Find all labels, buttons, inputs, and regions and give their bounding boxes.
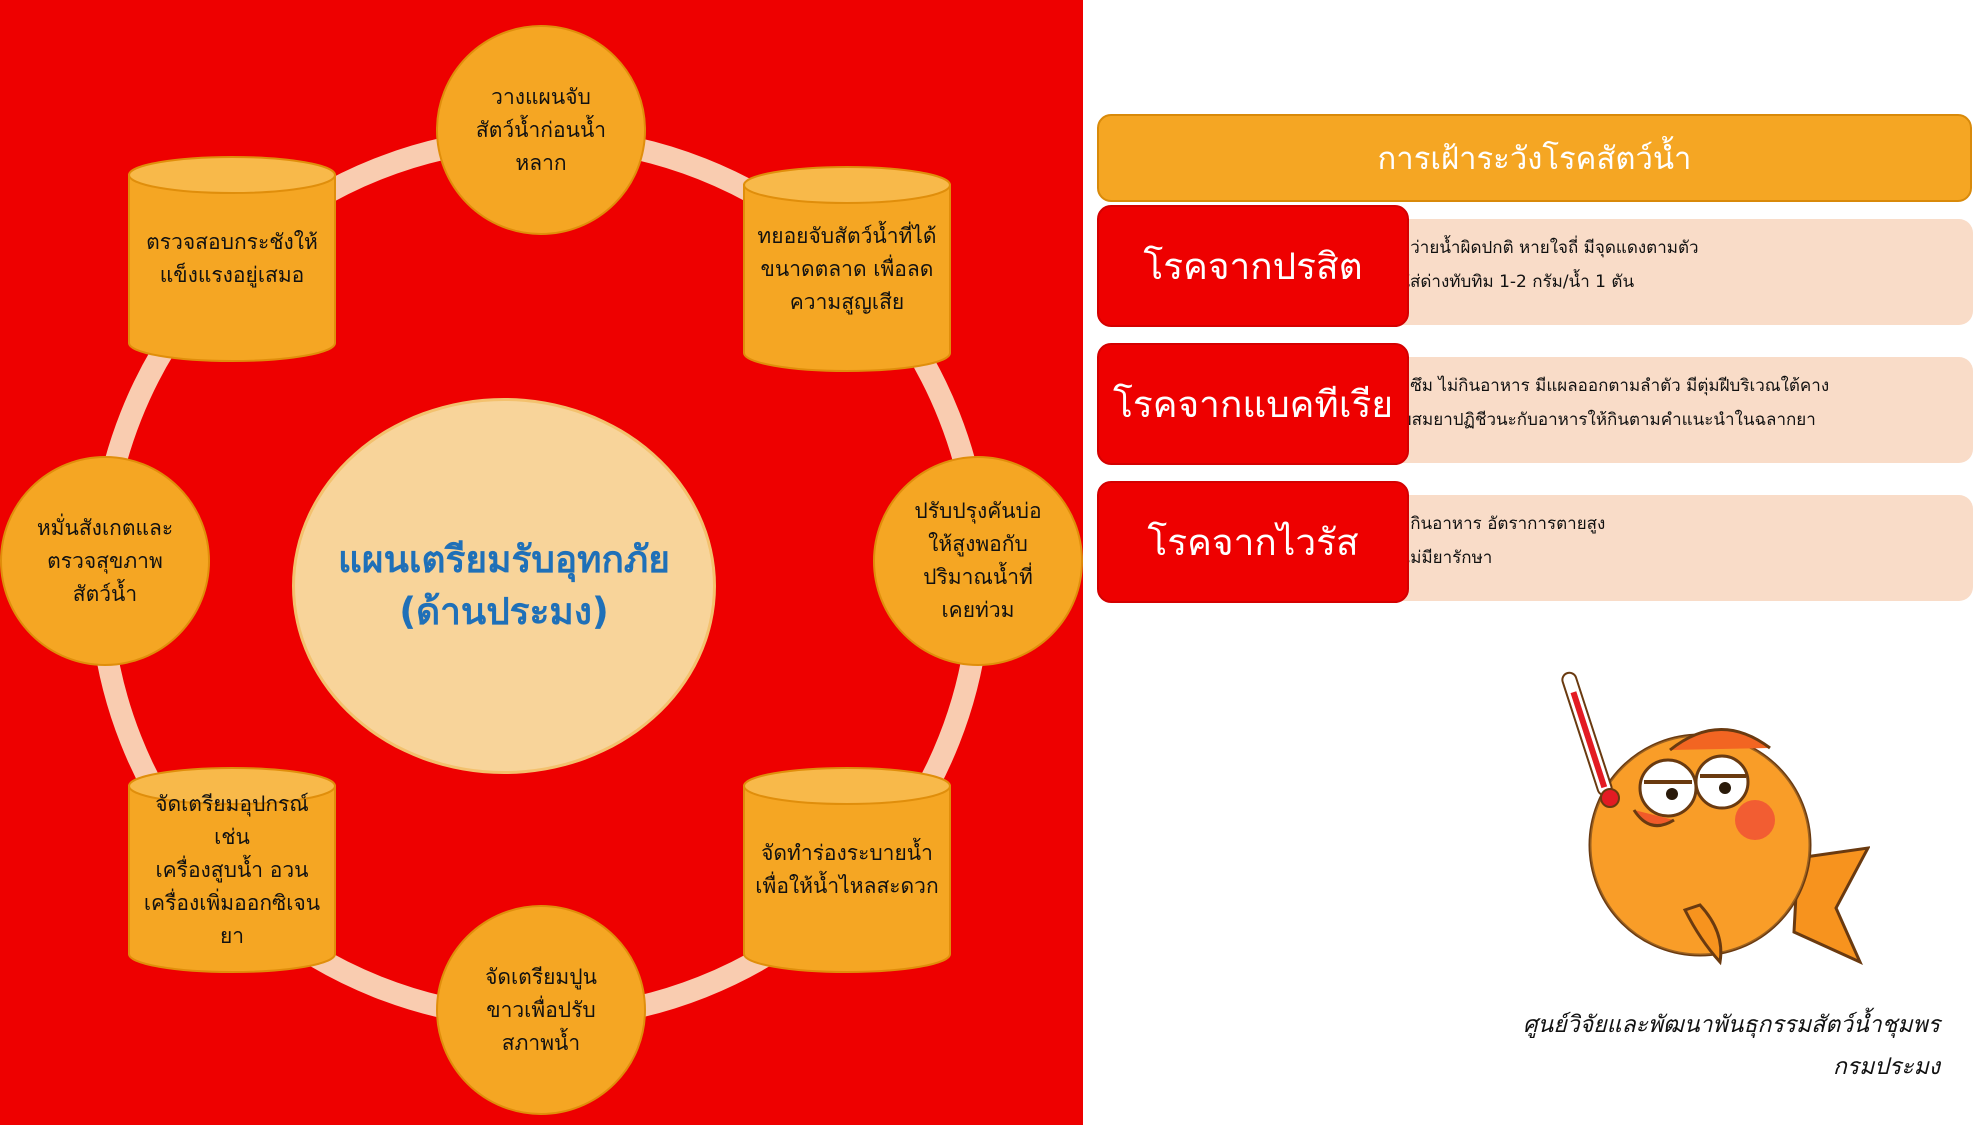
node-plan-harvest: วางแผนจับ สัตว์น้ำก่อนน้ำ หลาก <box>436 25 646 235</box>
treatment-text: รักษา : ใส่ด่างทับทิม 1-2 กรัม/น้ำ 1 ตัน <box>1345 272 1635 292</box>
center-ellipse: แผนเตรียมรับอุทกภัย (ด้านประมง) <box>292 398 716 774</box>
node-lime: จัดเตรียมปูน ขาวเพื่อปรับ สภาพน้ำ <box>436 905 646 1115</box>
disease-label: โรคจากแบคทีเรีย <box>1097 343 1409 465</box>
surveillance-title: การเฝ้าระวังโรคสัตว์น้ำ <box>1097 114 1972 202</box>
sick-fish-icon <box>1561 671 1870 966</box>
center-subtitle: (ด้านประมง) <box>399 590 609 633</box>
disease-row-virus: •อาการ : กินอาหาร อัตราการตายสูง •รักษา … <box>1097 481 1973 603</box>
node-equipment: จัดเตรียมอุปกรณ์ เช่น เครื่องสูบน้ำ อวน … <box>127 766 337 974</box>
node-health-check: หมั่นสังเกตและ ตรวจสุขภาพ สัตว์น้ำ <box>0 456 210 666</box>
disease-row-bacteria: •อาการ : ซึม ไม่กินอาหาร มีแผลออกตามลำตั… <box>1097 343 1973 465</box>
node-raise-embankment: ปรับปรุงคันบ่อ ให้สูงพอกับ ปริมาณน้ำที่ … <box>873 456 1083 666</box>
node-label: ทยอยจับสัตว์น้ำที่ได้ ขนาดตลาด เพื่อลด ค… <box>757 223 937 314</box>
node-label: วางแผนจับ สัตว์น้ำก่อนน้ำ หลาก <box>475 84 607 175</box>
node-label: ตรวจสอบกระชังให้ แข็งแรงอยู่เสมอ <box>146 230 318 287</box>
symptom-text: อาการ : ซึม ไม่กินอาหาร มีแผลออกตามลำตัว… <box>1345 376 1830 396</box>
node-label: จัดเตรียมอุปกรณ์ เช่น เครื่องสูบน้ำ อวน … <box>143 791 321 948</box>
disease-details: •อาการ : ว่ายน้ำผิดปกติ หายใจถี่ มีจุดแด… <box>1297 219 1973 325</box>
cylinder-shape <box>128 767 336 973</box>
node-label: จัดเตรียมปูน ขาวเพื่อปรับ สภาพน้ำ <box>485 964 597 1055</box>
disease-label: โรคจากไวรัส <box>1097 481 1409 603</box>
cylinder-shape <box>128 156 336 362</box>
cylinder-shape <box>743 767 951 973</box>
center-title: แผนเตรียมรับอุทกภัย <box>338 538 670 581</box>
node-label: หมั่นสังเกตและ ตรวจสุขภาพ สัตว์น้ำ <box>36 515 174 606</box>
node-label: ปรับปรุงคันบ่อ ให้สูงพอกับ ปริมาณน้ำที่ … <box>914 499 1042 622</box>
flood-plan-panel: แผนเตรียมรับอุทกภัย (ด้านประมง) วางแผนจั… <box>0 0 1083 1125</box>
node-gradual-harvest: ทยอยจับสัตว์น้ำที่ได้ ขนาดตลาด เพื่อลด ค… <box>742 165 952 373</box>
disease-row-parasite: •อาการ : ว่ายน้ำผิดปกติ หายใจถี่ มีจุดแด… <box>1097 205 1973 327</box>
disease-details: •อาการ : กินอาหาร อัตราการตายสูง •รักษา … <box>1297 495 1973 601</box>
symptom-text: อาการ : ว่ายน้ำผิดปกติ หายใจถี่ มีจุดแดง… <box>1345 238 1699 258</box>
disease-details: •อาการ : ซึม ไม่กินอาหาร มีแผลออกตามลำตั… <box>1297 357 1973 463</box>
node-label: จัดทำร่องระบายน้ำ เพื่อให้น้ำไหลสะดวก <box>755 841 939 898</box>
node-cage-check: ตรวจสอบกระชังให้ แข็งแรงอยู่เสมอ <box>127 155 337 363</box>
disease-label: โรคจากปรสิต <box>1097 205 1409 327</box>
symptom-text: อาการ : กินอาหาร อัตราการตายสูง <box>1345 514 1606 534</box>
credit-dept: กรมประมง <box>1832 1054 1940 1080</box>
cylinder-shape <box>743 166 951 372</box>
credit: ศูนย์วิจัยและพัฒนาพันธุกรรมสัตว์น้ำชุมพร… <box>1523 1004 1940 1088</box>
credit-org: ศูนย์วิจัยและพัฒนาพันธุกรรมสัตว์น้ำชุมพร <box>1522 1012 1940 1038</box>
node-drainage: จัดทำร่องระบายน้ำ เพื่อให้น้ำไหลสะดวก <box>742 766 952 974</box>
treatment-text: รักษา : ผสมยาปฏิชีวนะกับอาหารให้กินตามคำ… <box>1345 410 1816 430</box>
